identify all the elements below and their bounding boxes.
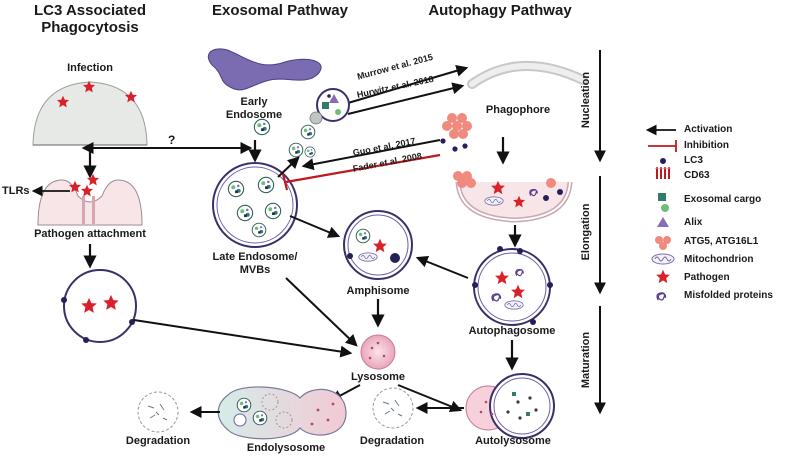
endolysosome-label: Endolysosome — [246, 442, 326, 454]
question-mark: ? — [168, 133, 176, 147]
stage-maturation: Maturation — [580, 331, 592, 389]
infection-label: Infection — [67, 62, 113, 74]
legend-atg: ATG5, ATG16L1 — [684, 236, 759, 247]
pathogen-icon — [80, 184, 94, 197]
early-endosome — [207, 48, 322, 91]
early-endosome-line1: Early — [240, 96, 268, 108]
inhibition-arrow — [281, 153, 441, 191]
atg-icon — [655, 236, 671, 250]
pathogen-attachment-cell — [37, 173, 143, 226]
mitochondrion-icon — [651, 253, 675, 265]
phagophore-label: Phagophore — [485, 104, 551, 116]
exosomal-title: Exosomal Pathway — [212, 2, 348, 19]
stage-nucleation: Nucleation — [580, 71, 592, 129]
lc3-title-line1: LC3 Associated — [34, 2, 146, 19]
lc3-icon — [660, 158, 666, 164]
endolysosome — [217, 386, 347, 440]
degradation-left — [137, 391, 179, 433]
legend-mitochondrion: Mitochondrion — [684, 254, 754, 265]
lc3-title: LC3 Associated Phagocytosis — [10, 2, 170, 37]
phagophore-membrane — [467, 61, 588, 89]
legend-lc3: LC3 — [684, 155, 703, 166]
lysosome-label: Lysosome — [350, 371, 405, 383]
degradation-left-label: Degradation — [125, 435, 191, 447]
legend-activation: Activation — [684, 124, 733, 135]
lc3-title-line2: Phagocytosis — [41, 19, 139, 37]
legend-alix: Alix — [684, 217, 703, 228]
late-endosome-line2: MVBs — [239, 263, 271, 276]
late-endosome — [212, 162, 298, 248]
elongation-cup — [453, 171, 573, 223]
autolysosome — [465, 373, 555, 439]
lysosome — [360, 334, 396, 370]
autophagosome — [472, 246, 553, 326]
legend-inhibition: Inhibition — [684, 140, 729, 151]
pathogen-icon — [86, 173, 100, 186]
early-endosome-label: Early Endosome — [214, 96, 294, 121]
small-vesicles — [253, 118, 316, 158]
degradation-right — [372, 387, 414, 429]
legend-icons — [645, 124, 677, 301]
amphisome-label: Amphisome — [346, 285, 410, 297]
infection-cell — [32, 80, 148, 146]
legend-cd63: CD63 — [684, 170, 710, 181]
autophagy-title: Autophagy Pathway — [428, 2, 572, 19]
alix-icon — [657, 217, 669, 227]
degradation-right-label: Degradation — [359, 435, 425, 447]
exosome-cargo-group — [309, 88, 350, 125]
cd63-icon — [655, 167, 671, 179]
stage-elongation: Elongation — [580, 203, 592, 261]
amphisome — [343, 210, 413, 280]
exosomal-cargo-icon — [658, 193, 669, 212]
legend-pathogen: Pathogen — [684, 272, 730, 283]
autolysosome-label: Autolysosome — [475, 435, 551, 447]
tlrs-label: TLRs — [2, 185, 30, 197]
lc3-phagosome — [61, 269, 137, 343]
legend-misfolded: Misfolded proteins — [684, 290, 773, 301]
late-endosome-line1: Late Endosome/ — [212, 251, 298, 263]
pathogen-attachment-label: Pathogen attachment — [34, 228, 146, 240]
late-endosome-label: Late Endosome/ MVBs — [205, 251, 305, 276]
misfolded-protein-icon — [656, 292, 667, 301]
legend-exosomal-cargo: Exosomal cargo — [684, 194, 762, 205]
autophagosome-label: Autophagosome — [468, 325, 556, 337]
early-endosome-line2: Endosome — [225, 108, 283, 121]
atg-cluster — [440, 113, 472, 152]
pathogen-icon — [656, 269, 670, 284]
